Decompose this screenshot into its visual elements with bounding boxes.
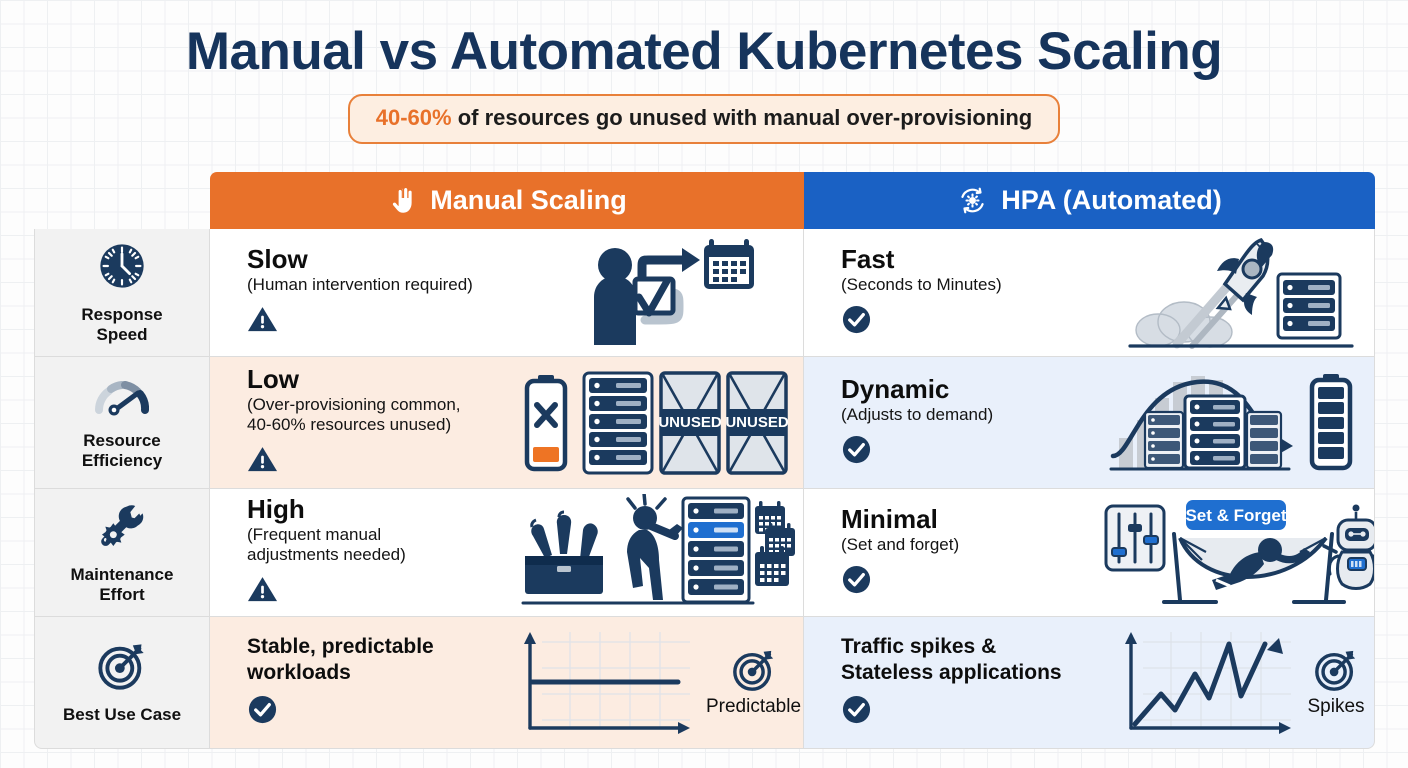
verdict-line1: Traffic spikes & [841, 634, 997, 658]
criterion-best-use-case: Best Use Case [34, 617, 210, 749]
demand-curve-servers-battery-illustration [1104, 357, 1374, 488]
toolbox-person-server-calendars-illustration [510, 489, 803, 616]
column-header-hpa: HPA (Automated) [804, 172, 1375, 229]
flat-line-chart [512, 624, 702, 742]
cell-hpa-response-speed: Fast (Seconds to Minutes) [804, 229, 1375, 357]
verdict: Dynamic [841, 374, 950, 405]
table-corner [34, 172, 210, 229]
header-block: Manual vs Automated Kubernetes Scaling 4… [0, 0, 1408, 144]
warning-triangle-icon [247, 574, 510, 610]
criterion-label-line2: Speed [96, 325, 148, 344]
criterion-label-line1: Response [81, 304, 163, 324]
verdict-line2: workloads [247, 660, 351, 684]
criterion-label: Response Speed [81, 305, 162, 345]
verdict-line2: Stateless applications [841, 660, 1062, 684]
criterion-label-line2: Effort [99, 585, 145, 604]
cell-manual-best-use-case: Stable, predictable workloads [210, 617, 804, 749]
criterion-label: Maintenance Effort [71, 565, 174, 605]
wrench-gear-icon [96, 500, 148, 557]
chart-caption: Spikes [1307, 696, 1365, 718]
cell-manual-resource-efficiency: Low (Over-provisioning common, 40-60% re… [210, 357, 804, 489]
criterion-resource-efficiency: Resource Efficiency [34, 357, 210, 489]
stat-badge-percent: 40-60% [375, 104, 452, 130]
target-icon [1313, 647, 1359, 693]
cell-hpa-resource-efficiency: Dynamic (Adjusts to demand) [804, 357, 1375, 489]
check-circle-icon [841, 694, 1104, 730]
page-title: Manual vs Automated Kubernetes Scaling [185, 22, 1223, 81]
clock-icon [96, 240, 148, 297]
svg-text:UNUSED: UNUSED [725, 414, 789, 431]
cell-hpa-maintenance-effort: Minimal (Set and forget) [804, 489, 1375, 617]
sliders-hammock-robot-illustration: Set & Forget [1104, 489, 1374, 616]
column-header-hpa-label: HPA (Automated) [1001, 185, 1222, 215]
criterion-maintenance-effort: Maintenance Effort [34, 489, 210, 617]
stat-badge: 40-60% of resources go unused with manua… [347, 93, 1061, 144]
verdict: High [247, 494, 305, 525]
check-circle-icon [841, 564, 1104, 600]
check-circle-icon [841, 304, 1104, 340]
target-icon [731, 647, 777, 693]
verdict-detail-line2: 40-60% resources unused) [247, 414, 452, 434]
person-approval-calendar-illustration [510, 229, 803, 356]
verdict: Fast [841, 244, 895, 275]
comparison-table: Manual Scaling [34, 172, 1375, 749]
best-use-case-chart-manual: Predictable [510, 617, 803, 748]
criterion-label: Best Use Case [63, 705, 181, 725]
predictable-target-block: Predictable [706, 647, 801, 718]
spiky-line-chart [1113, 624, 1303, 742]
verdict-detail-line2: adjustments needed) [247, 544, 406, 564]
best-use-case-chart-hpa: Spikes [1104, 617, 1374, 748]
check-circle-icon [247, 694, 510, 730]
verdict-detail: (Human intervention required) [247, 274, 473, 294]
battery-x-servers-unused-illustration: UNUSED UNUSED [510, 357, 803, 488]
criterion-response-speed: Response Speed [34, 229, 210, 357]
warning-triangle-icon [247, 444, 510, 480]
column-header-manual: Manual Scaling [210, 172, 804, 229]
spikes-target-block: Spikes [1307, 647, 1365, 718]
target-icon [96, 640, 148, 697]
stat-badge-text: of resources go unused with manual over-… [451, 104, 1033, 130]
verdict-detail: (Set and forget) [841, 534, 960, 554]
warning-triangle-icon [247, 304, 510, 340]
check-circle-icon [841, 434, 1104, 470]
verdict-line1: Stable, predictable [247, 634, 434, 658]
verdict-detail-line1: (Frequent manual [247, 524, 382, 544]
verdict: Minimal [841, 504, 938, 535]
cell-hpa-best-use-case: Traffic spikes & Stateless applications [804, 617, 1375, 749]
verdict-detail: (Seconds to Minutes) [841, 274, 1002, 294]
verdict-detail-line1: (Over-provisioning common, [247, 394, 461, 414]
verdict-detail: (Adjusts to demand) [841, 404, 994, 424]
hand-icon [387, 186, 417, 216]
column-header-manual-label: Manual Scaling [430, 185, 627, 215]
chart-caption: Predictable [705, 696, 802, 718]
criterion-label-line1: Maintenance [70, 564, 174, 584]
autoscale-gear-icon [957, 185, 988, 216]
gauge-icon [94, 374, 150, 423]
criterion-label-line2: Efficiency [81, 451, 163, 470]
svg-text:UNUSED: UNUSED [658, 414, 722, 431]
rocket-server-illustration [1104, 229, 1374, 356]
criterion-label-line1: Resource [83, 430, 161, 450]
cell-manual-response-speed: Slow (Human intervention required) [210, 229, 804, 357]
cell-manual-maintenance-effort: High (Frequent manual adjustments needed… [210, 489, 804, 617]
criterion-label-line1: Best Use Case [62, 704, 182, 724]
verdict: Slow [247, 244, 308, 275]
criterion-label: Resource Efficiency [82, 431, 162, 471]
svg-text:Set & Forget: Set & Forget [1185, 506, 1286, 525]
verdict: Low [247, 364, 299, 395]
